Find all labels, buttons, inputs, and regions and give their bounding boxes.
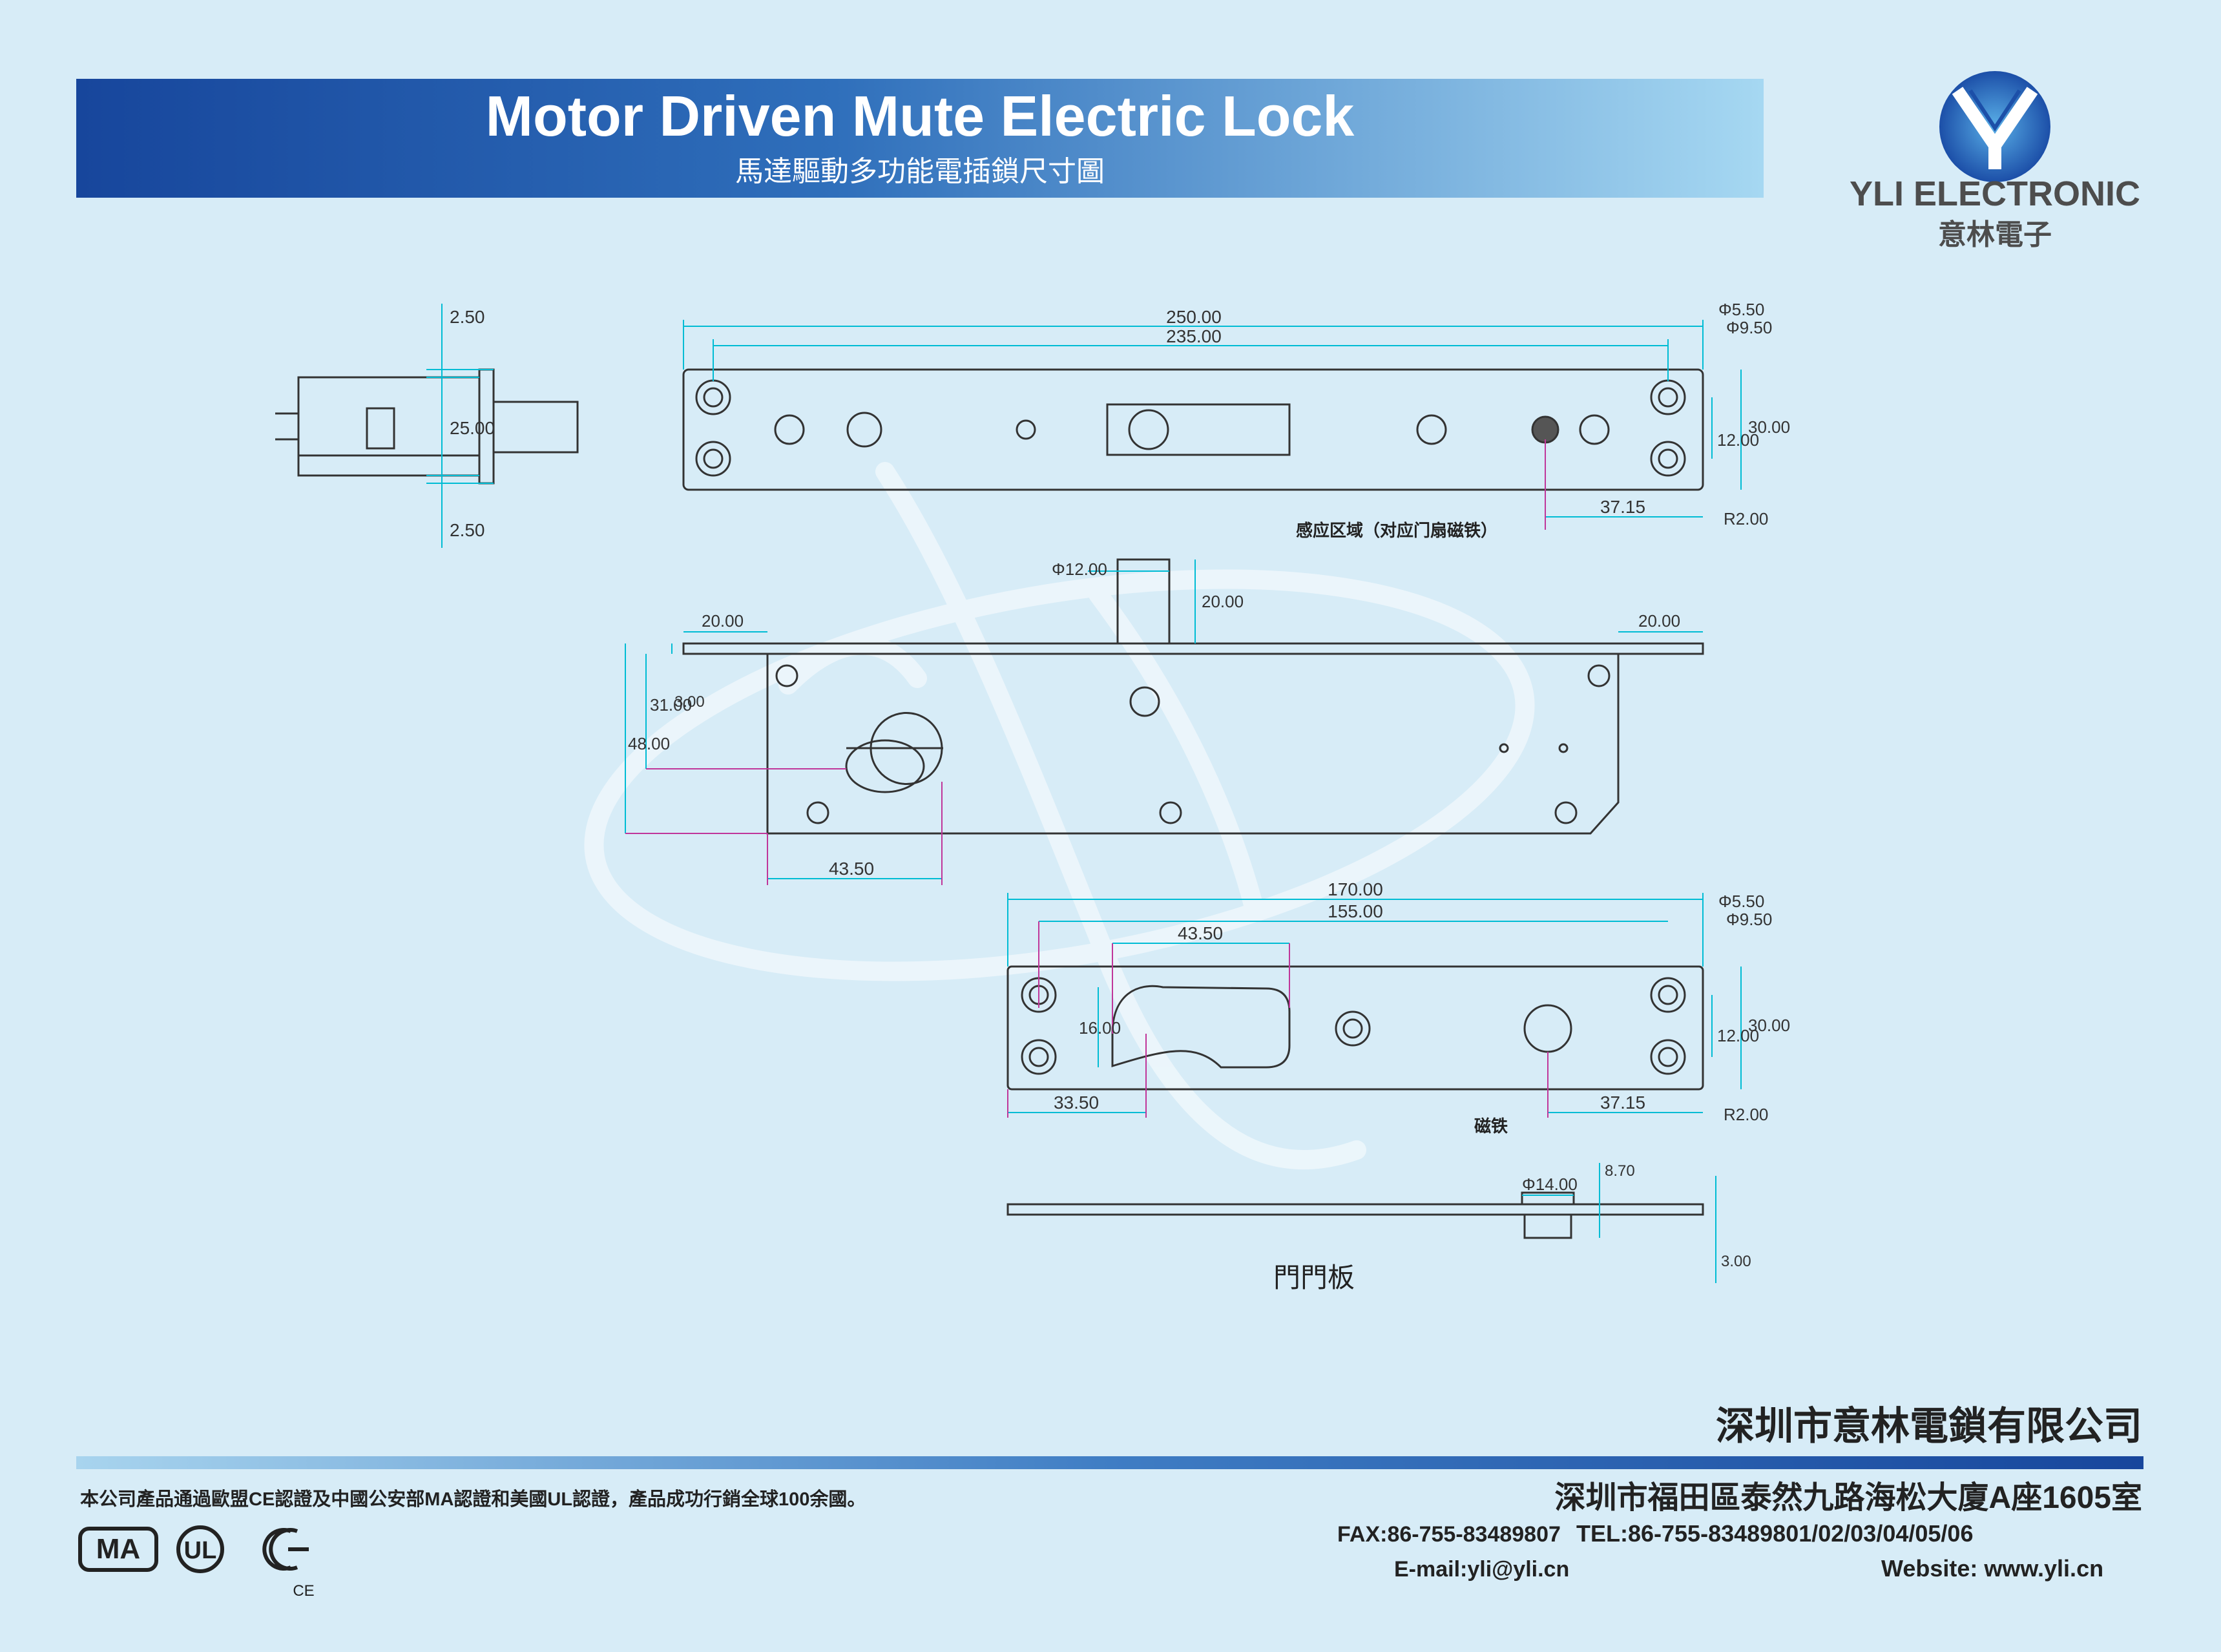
dim-label: 170.00 [1328,879,1383,899]
page-title: Motor Driven Mute Electric Lock [486,84,1355,148]
magnet-note: 磁铁 [1474,1116,1508,1136]
company-fax: FAX:86-755-83489807 [1337,1522,1561,1547]
company-address: 深圳市福田區泰然九路海松大廈A座1605室 [1555,1481,2142,1515]
watermark [584,462,1535,1170]
dim-label: 8.70 [1605,1162,1635,1180]
plate-side-dims [1522,1163,1716,1283]
dim-label: Φ9.50 [1726,910,1772,929]
dim-label: 33.50 [1054,1093,1099,1113]
sensor-note: 感应区域（对应门扇磁铁） [1296,521,1497,540]
cert-marks [78,1525,309,1573]
dim-label: R2.00 [1724,1105,1768,1124]
dim-label: 30.00 [1748,1016,1790,1035]
dim-label: 31.00 [650,695,692,715]
plate-label: 門門板 [1273,1262,1355,1293]
dim-label: 48.00 [628,734,670,753]
ce-mark-text: CE [293,1582,314,1600]
company-email: E-mail:yli@yli.cn [1394,1557,1569,1582]
company-website: Website: www.yli.cn [1881,1555,2103,1582]
dim-label: 20.00 [1202,592,1244,611]
yli-logo [1939,71,2050,182]
ul-mark-text: UL [184,1537,217,1564]
striker-plate-leaders [1007,921,1548,1118]
dim-label: 12.00 [1717,1026,1759,1045]
dim-label: 235.00 [1166,326,1222,346]
dim-label: 20.00 [1638,611,1680,631]
lock-body-leaders [625,768,943,885]
page-subtitle: 馬達驅動多功能電插鎖尺寸圖 [735,156,1105,187]
plate-side [1006,1191,1704,1239]
dim-label: 250.00 [1166,307,1222,327]
lock-body [682,558,1704,835]
dim-label: Φ9.50 [1726,318,1772,337]
dim-label: 3.00 [1721,1253,1751,1270]
dim-label: 30.00 [1748,417,1790,437]
certification-note: 本公司產品通過歐盟CE認證及中國公安部MA認證和美國UL認證，產品成功行銷全球1… [80,1488,866,1510]
company-name: 深圳市意林電鎖有限公司 [1716,1405,2142,1448]
header-banner [76,79,1764,198]
company-tel: TEL:86-755-83489801/02/03/04/05/06 [1576,1520,1973,1547]
logo-brand-cn: 意林電子 [1938,219,2052,251]
dim-label: 25.00 [450,418,495,438]
dim-label: Φ12.00 [1052,559,1107,579]
logo-brand: YLI ELECTRONIC [1850,174,2140,213]
front-plate [682,368,1704,491]
lock-body-dims [625,559,1703,879]
front-plate-dims [683,320,1742,518]
dim-label: 16.00 [1079,1018,1121,1038]
dim-label: 12.00 [1717,430,1759,450]
dim-label: 43.50 [1178,923,1223,943]
dim-label: 37.15 [1600,497,1645,517]
dim-label: 2.50 [450,520,485,540]
dim-label: Φ5.50 [1718,892,1764,911]
striker-plate-dims [1007,893,1742,1113]
side-view [275,368,579,485]
dim-label: Φ5.50 [1718,300,1764,319]
dim-label: Φ14.00 [1522,1175,1578,1194]
side-view-dims [426,304,494,548]
dim-label: 20.00 [702,611,744,631]
ma-mark-text: MA [96,1533,140,1565]
dim-label: 43.50 [829,859,874,879]
dim-label: R2.00 [1724,509,1768,528]
dim-label: 2.50 [450,307,485,327]
dim-label: 155.00 [1328,901,1383,921]
dim-label: 37.15 [1600,1093,1645,1113]
striker-plate [1006,965,1704,1091]
footer-divider [76,1456,2143,1469]
dim-label: 3.00 [674,693,705,711]
